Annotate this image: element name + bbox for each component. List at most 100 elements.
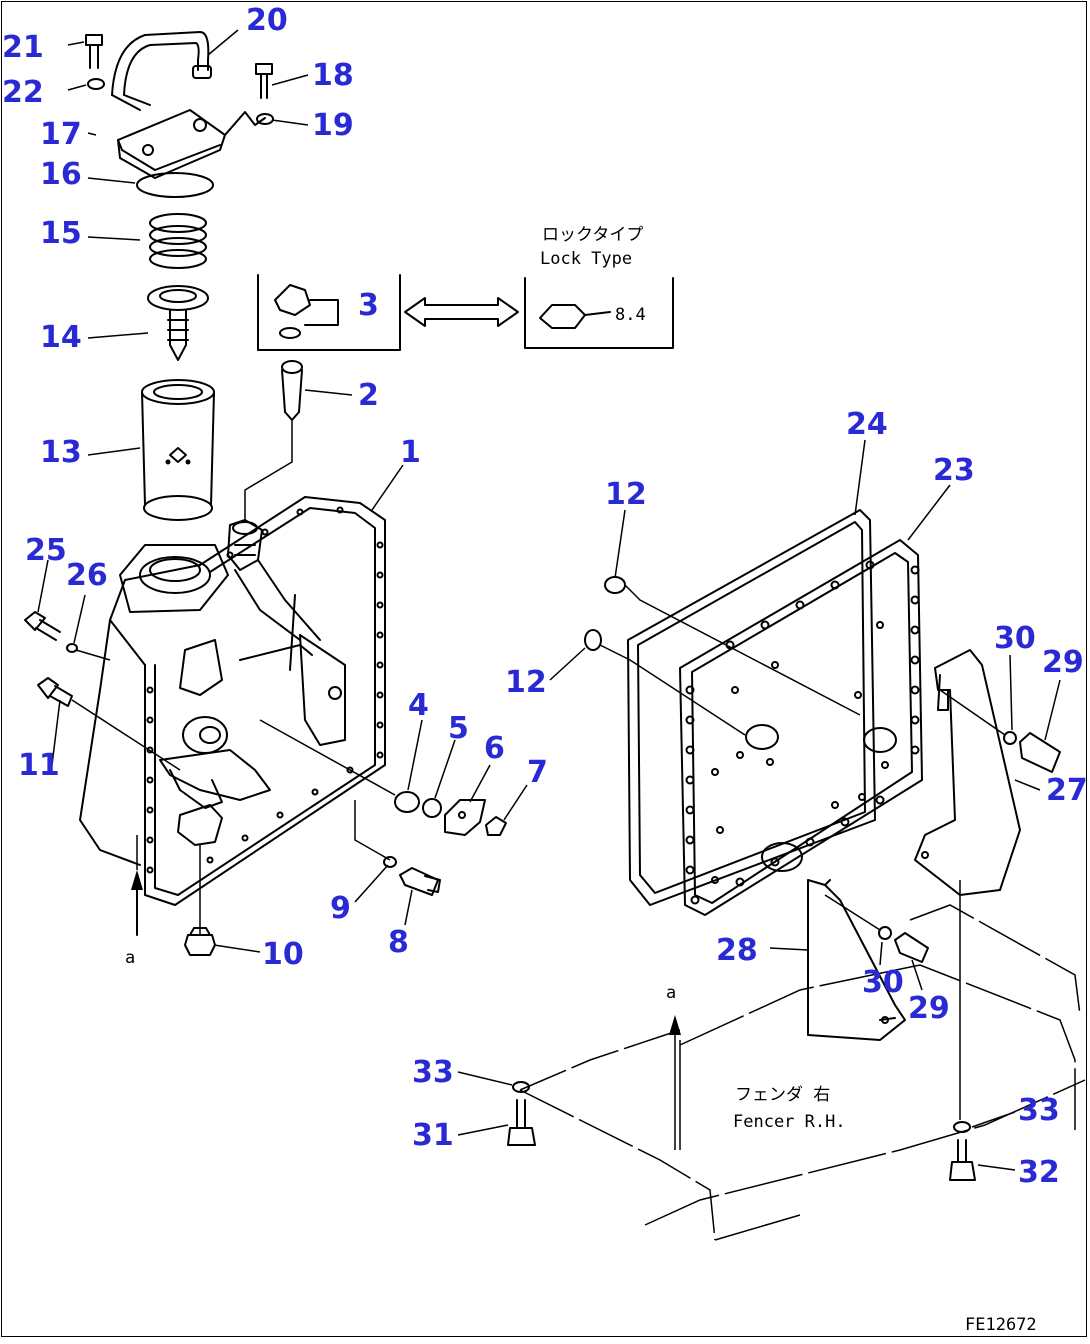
- label-24: 24: [846, 407, 888, 442]
- plug-7: [485, 816, 507, 836]
- leader-lines: [37, 29, 1061, 1171]
- label-14: 14: [40, 320, 82, 355]
- label-12-upper: 12: [605, 477, 647, 512]
- label-25: 25: [25, 533, 67, 568]
- fender-en: Fencer R.H.: [733, 1112, 846, 1132]
- spring-15: [149, 213, 207, 269]
- label-33-right: 33: [1018, 1093, 1060, 1128]
- label-19: 19: [312, 108, 354, 143]
- label-30-upper: 30: [994, 621, 1036, 656]
- label-21: 21: [2, 30, 44, 65]
- bracket-27: [914, 649, 1021, 896]
- label-15: 15: [40, 216, 82, 251]
- valve-14: [147, 285, 209, 361]
- lock-type-en: Lock Type: [540, 249, 632, 269]
- bolt-31: [507, 1099, 536, 1146]
- leader-9: [354, 800, 391, 861]
- washer-33-right: [953, 1121, 971, 1133]
- cover-port: [761, 842, 803, 872]
- label-13: 13: [40, 435, 82, 470]
- washer-30-upper: [939, 689, 1017, 745]
- label-2: 2: [358, 378, 379, 413]
- ring-5: [422, 798, 442, 818]
- gasket-24: [627, 509, 876, 906]
- bracket-28: [807, 879, 906, 1041]
- lock-type-jp: ロックタイプ: [542, 225, 643, 245]
- bolt-32: [949, 1139, 976, 1181]
- washer-9: [383, 856, 397, 868]
- label-20: 20: [246, 3, 288, 38]
- arrow-a-right: [669, 1015, 681, 1150]
- label-22: 22: [2, 75, 44, 110]
- label-30-lower: 30: [862, 965, 904, 1000]
- arrow-a-left: [131, 835, 143, 936]
- washer-22: [87, 78, 105, 90]
- cover-6: [444, 799, 486, 836]
- bolt-21: [85, 34, 103, 69]
- label-10: 10: [262, 937, 304, 972]
- interchange-arrow: [404, 297, 519, 327]
- cover-17: [117, 109, 266, 179]
- label-23: 23: [933, 453, 975, 488]
- label-5: 5: [448, 711, 469, 746]
- drain-plug-10: [184, 927, 216, 956]
- plug-11: [37, 677, 181, 771]
- tank-bolt-holes: [146, 506, 384, 874]
- callout-numbers: 21 22 20 18 19 17 16 15 14 13 3 2 1 25 2…: [2, 3, 1088, 1190]
- ring-4: [394, 791, 420, 813]
- label-9: 9: [330, 891, 351, 926]
- label-32: 32: [1018, 1155, 1060, 1190]
- tank-1: [79, 496, 386, 906]
- lock-type-box: [524, 277, 674, 349]
- label-28: 28: [716, 933, 758, 968]
- cover-boss-1: [745, 724, 779, 750]
- label-1: 1: [400, 435, 421, 470]
- figure-code: FE12672: [965, 1315, 1037, 1335]
- bolt-29-lower: [894, 932, 929, 963]
- label-7: 7: [527, 755, 548, 790]
- cover-boss-2: [863, 727, 897, 753]
- cover-bolt-holes: [685, 560, 920, 905]
- fender-jp: フェンダ 右: [735, 1085, 830, 1105]
- label-17: 17: [40, 117, 82, 152]
- bolt-8: [399, 867, 441, 896]
- washer-30-lower: [824, 894, 892, 940]
- bolt-18: [255, 63, 273, 99]
- washer-33-left: [512, 1081, 530, 1093]
- bolt-29-upper: [1019, 732, 1061, 773]
- label-29-upper: 29: [1042, 645, 1084, 680]
- label-33-left: 33: [412, 1055, 454, 1090]
- label-11: 11: [18, 748, 60, 783]
- breather-pipe: [111, 31, 212, 111]
- label-3: 3: [358, 288, 379, 323]
- annotations: ロックタイプ Lock Type 8.4 a a フェンダ 右 Fencer R…: [125, 225, 1037, 1335]
- bolt-25: [24, 611, 61, 641]
- label-16: 16: [40, 157, 82, 192]
- leader-26: [75, 649, 111, 661]
- strainer-13: [141, 379, 215, 521]
- label-4: 4: [408, 688, 429, 723]
- label-27: 27: [1046, 773, 1088, 808]
- washer-19: [256, 113, 274, 125]
- washer-26: [66, 643, 78, 653]
- arrow-a-right-label: a: [666, 983, 676, 1003]
- lock-ref: 8.4: [615, 305, 646, 325]
- label-29-lower: 29: [908, 991, 950, 1026]
- label-18: 18: [312, 58, 354, 93]
- label-31: 31: [412, 1118, 454, 1153]
- plug-3-box: [257, 274, 401, 351]
- arrow-a-left-label: a: [125, 948, 135, 968]
- leader-4: [259, 719, 396, 796]
- label-8: 8: [388, 925, 409, 960]
- filler-plug-2: [244, 360, 303, 520]
- gasket-16: [136, 172, 214, 198]
- label-26: 26: [66, 558, 108, 593]
- fender-rh: [519, 904, 1086, 1241]
- cover-plate-23: [679, 539, 923, 916]
- label-6: 6: [484, 731, 505, 766]
- label-12-lower: 12: [505, 665, 547, 700]
- oring-12-lower: [584, 629, 746, 736]
